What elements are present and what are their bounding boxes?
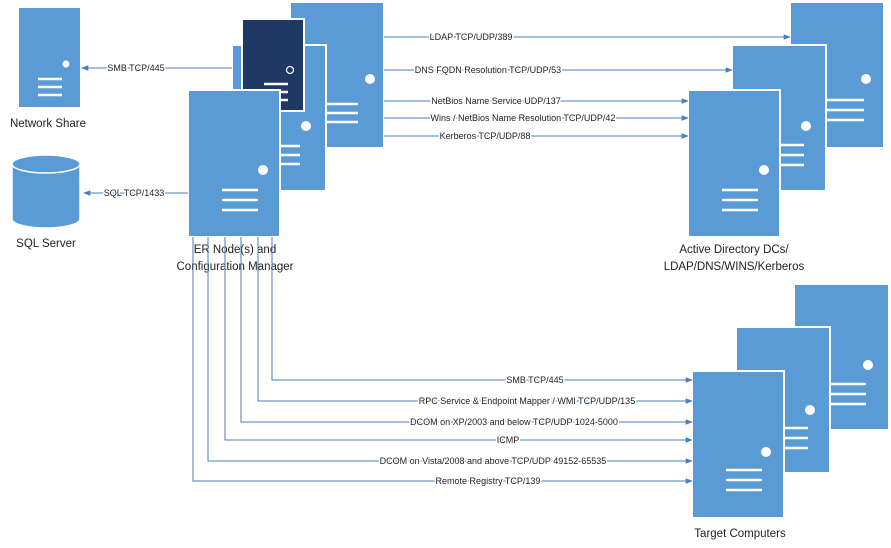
- kerberos-port-label: Kerberos TCP/UDP/88: [440, 131, 531, 141]
- sql-server-label: SQL Server: [16, 238, 76, 250]
- target-server-front-icon: [691, 370, 785, 519]
- smb-target-connector: [271, 237, 693, 383]
- dns-port-label: DNS FQDN Resolution TCP/UDP/53: [415, 65, 561, 75]
- target-computers-label: Target Computers: [694, 528, 786, 540]
- er-node-label-line2: Configuration Manager: [177, 261, 294, 273]
- remote-registry-connector: [192, 237, 693, 484]
- dcom-xp-port-label: DCOM on XP/2003 and below TCP/UDP 1024-5…: [410, 417, 618, 427]
- network-share-label: Network Share: [10, 118, 86, 130]
- rpc-port-label: RPC Service & Endpoint Mapper / WMI TCP/…: [419, 396, 635, 406]
- sql-port-label: SQL TCP/1433: [104, 188, 165, 198]
- dcom-vista-connector: [207, 237, 693, 464]
- ad-label-line2: LDAP/DNS/WINS/Kerberos: [664, 261, 805, 273]
- wins-port-label: Wins / NetBios Name Resolution TCP/UDP/4…: [431, 113, 616, 123]
- er-node-server-front-icon: [187, 89, 281, 238]
- dcom-xp-connector: [240, 237, 693, 425]
- ldap-port-label: LDAP TCP/UDP/389: [430, 32, 513, 42]
- sql-server-database-icon: [11, 154, 81, 229]
- rpc-connector: [257, 237, 693, 404]
- smb-target-port-label: SMB TCP/445: [506, 375, 563, 385]
- ad-label-line1: Active Directory DCs/: [679, 244, 789, 256]
- icmp-connector: [224, 237, 693, 443]
- icmp-label: ICMP: [497, 435, 520, 445]
- ad-server-front-icon: [687, 89, 781, 238]
- er-node-label-line1: ER Node(s) and: [194, 244, 276, 256]
- netbios-port-label: NetBios Name Service UDP/137: [431, 96, 561, 106]
- network-share-server-icon: [17, 6, 82, 109]
- remote-registry-port-label: Remote Registry TCP/139: [436, 476, 541, 486]
- smb-share-port-label: SMB TCP/445: [107, 63, 164, 73]
- dcom-vista-port-label: DCOM on Vista/2008 and above TCP/UDP 491…: [380, 456, 607, 466]
